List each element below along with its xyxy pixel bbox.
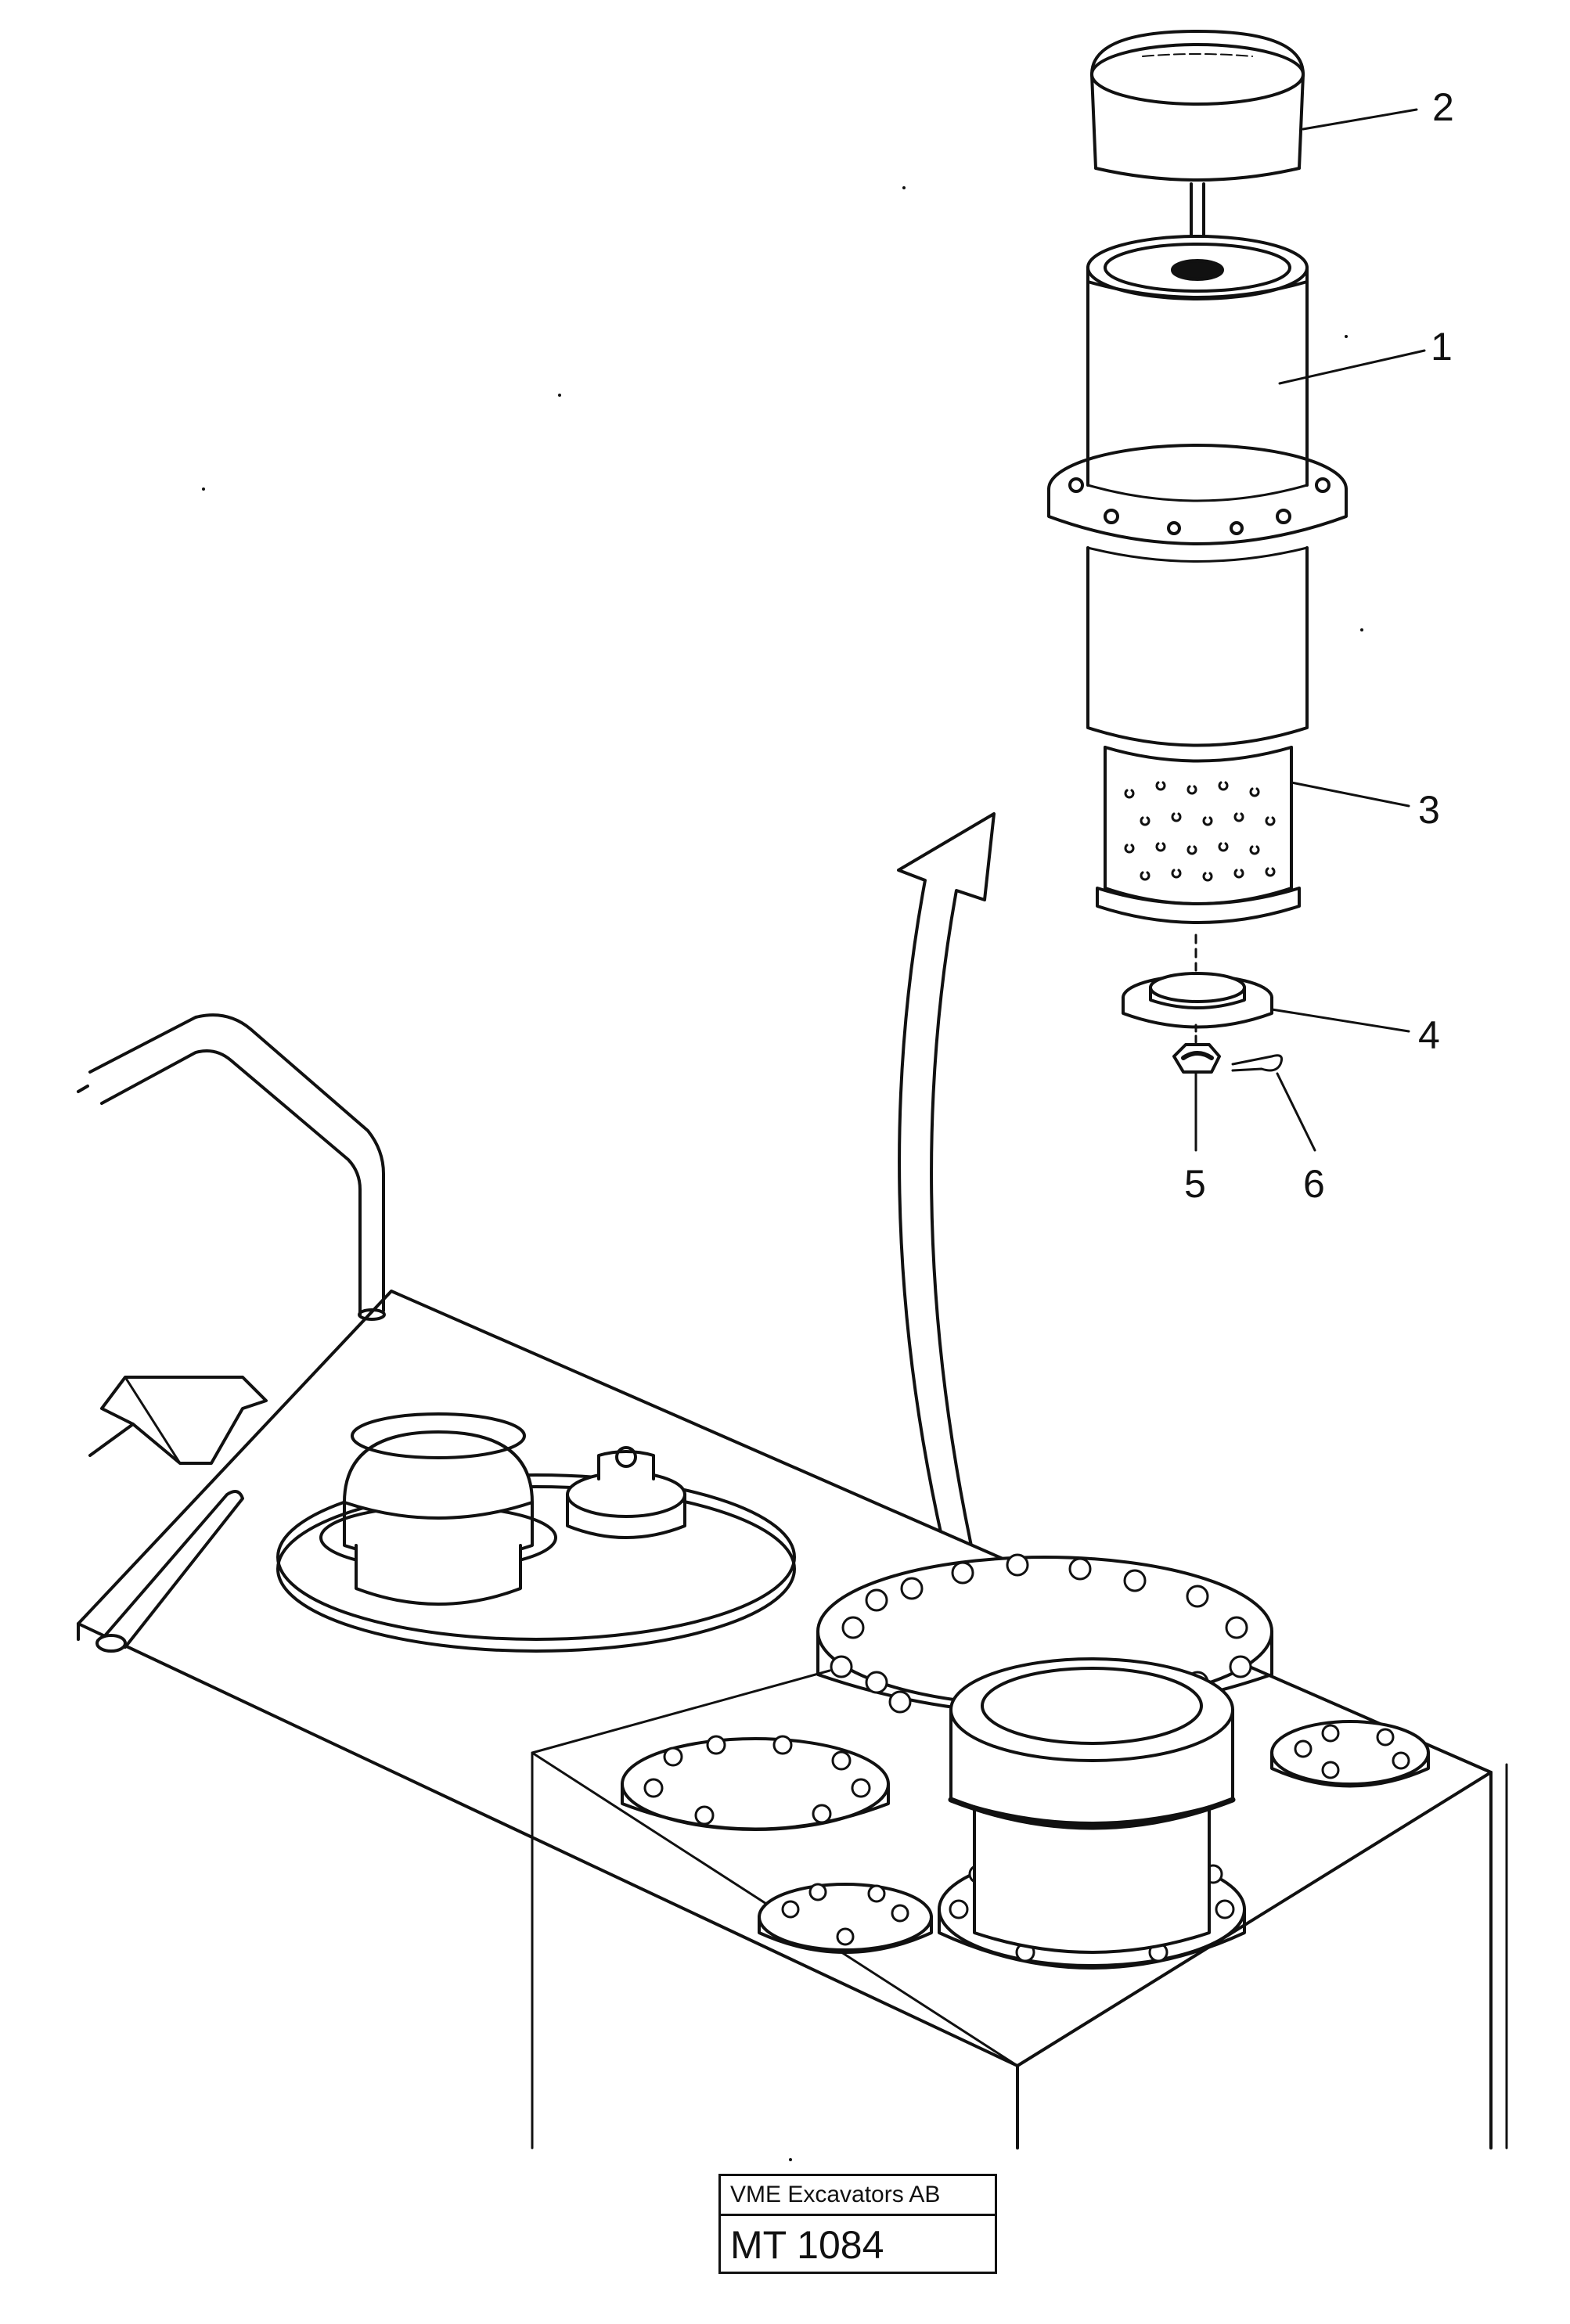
hydraulic-tank [77, 1013, 1508, 2150]
part-5-nut [1172, 1023, 1221, 1074]
part-4-washer [1122, 934, 1273, 1029]
callout-1: 1 [1431, 325, 1453, 369]
callout-5: 5 [1184, 1162, 1206, 1206]
callout-3: 3 [1418, 788, 1440, 832]
callout-6: 6 [1303, 1162, 1325, 1206]
leader-lines [1194, 108, 1426, 1152]
title-block-code: MT 1084 [730, 2223, 884, 2267]
callout-4: 4 [1418, 1013, 1440, 1057]
part-3-filter-element [1096, 746, 1301, 924]
part-1-breather-body [1047, 235, 1348, 747]
part-6-cotter-pin [1231, 1054, 1284, 1072]
scan-specks [202, 186, 1363, 2161]
title-block: VME Excavators AB MT 1084 [718, 2174, 997, 2274]
callout-2: 2 [1432, 85, 1454, 129]
part-2-cap [1090, 30, 1305, 182]
curved-arrow [897, 812, 1007, 1692]
title-block-company: VME Excavators AB [721, 2176, 995, 2216]
